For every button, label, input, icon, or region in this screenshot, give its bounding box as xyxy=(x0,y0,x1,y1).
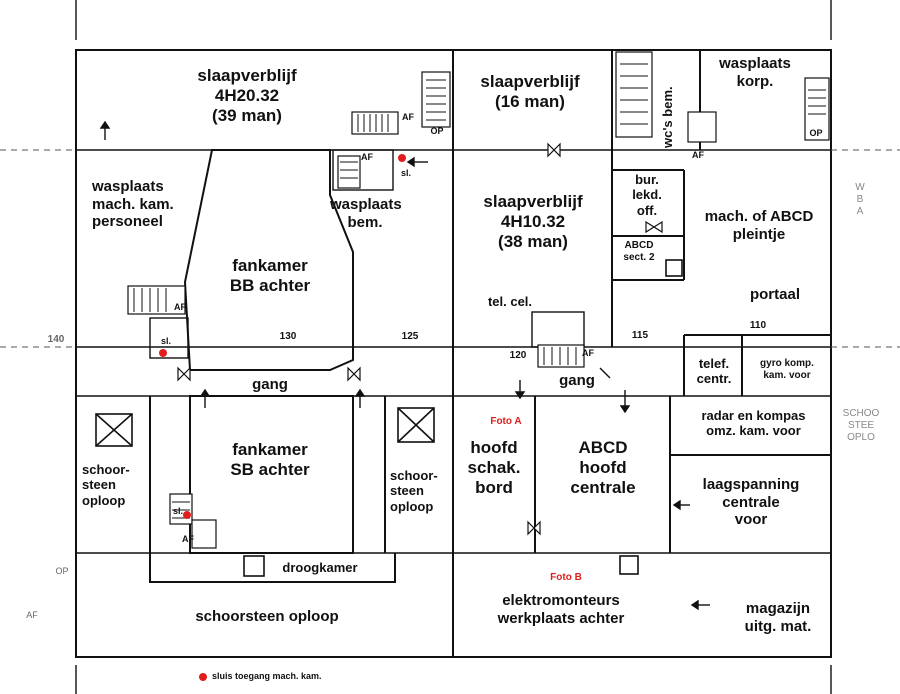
af-marker: AF xyxy=(182,534,194,544)
margin-text: OP xyxy=(55,566,69,576)
room-fan-sb: fankamer SB achter xyxy=(230,440,310,480)
room-hoofd-schak: hoofd schak. bord xyxy=(467,438,521,498)
room-sleep-4h20: slaapverblijf 4H20.32 (39 man) xyxy=(197,66,297,126)
room-abcd-sect2: ABCD sect. 2 xyxy=(623,240,655,263)
frame-label: 140 xyxy=(47,334,65,345)
frame-label: 120 xyxy=(509,350,527,361)
af-marker: AF xyxy=(361,152,373,162)
af-marker: AF xyxy=(402,112,414,122)
room-gyro: gyro komp. kam. voor xyxy=(760,358,814,381)
room-radar: radar en kompas omz. kam. voor xyxy=(701,408,806,439)
room-abcd-hoofd: ABCD hoofd centrale xyxy=(570,438,636,498)
af-marker: AF xyxy=(582,348,594,358)
sl-marker: sl. xyxy=(160,336,171,346)
room-sleep-16: slaapverblijf (16 man) xyxy=(480,72,580,112)
room-schoor-mid: schoor- steen oploop xyxy=(390,468,438,514)
margin-text: SCHOO STEE OPLO xyxy=(842,408,880,443)
room-gang-right: gang xyxy=(559,372,595,389)
room-droogkamer: droogkamer xyxy=(282,560,358,575)
room-tel-cel: tel. cel. xyxy=(487,294,533,309)
room-bur-lekd: bur. lekd. off. xyxy=(632,172,662,218)
room-sleep-4h10: slaapverblijf 4H10.32 (38 man) xyxy=(483,192,583,252)
room-laagspanning: laagspanning centrale voor xyxy=(702,476,800,529)
af-marker: AF xyxy=(174,302,186,312)
room-wash-bem: wasplaats bem. xyxy=(330,196,402,231)
margin-text: W B A xyxy=(855,182,865,217)
room-portaal: portaal xyxy=(749,286,800,303)
frame-label: 115 xyxy=(631,330,649,341)
room-wash-korp: wasplaats korp. xyxy=(719,55,791,90)
photo-a-marker: Foto A xyxy=(490,416,522,427)
legend-text: sluis toegang mach. kam. xyxy=(212,671,322,681)
op-marker: OP xyxy=(809,128,823,138)
room-elektro: elektromonteurs werkplaats achter xyxy=(497,592,625,627)
room-gang-left: gang xyxy=(252,376,288,393)
af-marker: AF xyxy=(692,150,704,160)
sl-marker: sl. xyxy=(172,506,183,516)
room-wc-bem: wc's bem. xyxy=(660,86,675,148)
sl-marker: sl. xyxy=(400,168,411,178)
frame-label: 110 xyxy=(749,320,767,331)
room-schoor-bottom: schoorsteen oploop xyxy=(195,608,339,625)
photo-b-marker: Foto B xyxy=(550,572,582,583)
room-schoor-left: schoor- steen oploop xyxy=(82,462,130,508)
room-wash-mach: wasplaats mach. kam. personeel xyxy=(92,178,174,231)
margin-text: AF xyxy=(26,610,38,620)
room-mach-abcd: mach. of ABCD pleintje xyxy=(704,208,814,243)
room-fan-bb: fankamer BB achter xyxy=(229,256,311,296)
frame-label: 130 xyxy=(279,331,297,342)
op-marker: OP xyxy=(430,126,444,136)
room-telef-centr: telef. centr. xyxy=(696,356,732,387)
room-magazijn: magazijn uitg. mat. xyxy=(744,600,812,635)
frame-label: 125 xyxy=(401,331,419,342)
